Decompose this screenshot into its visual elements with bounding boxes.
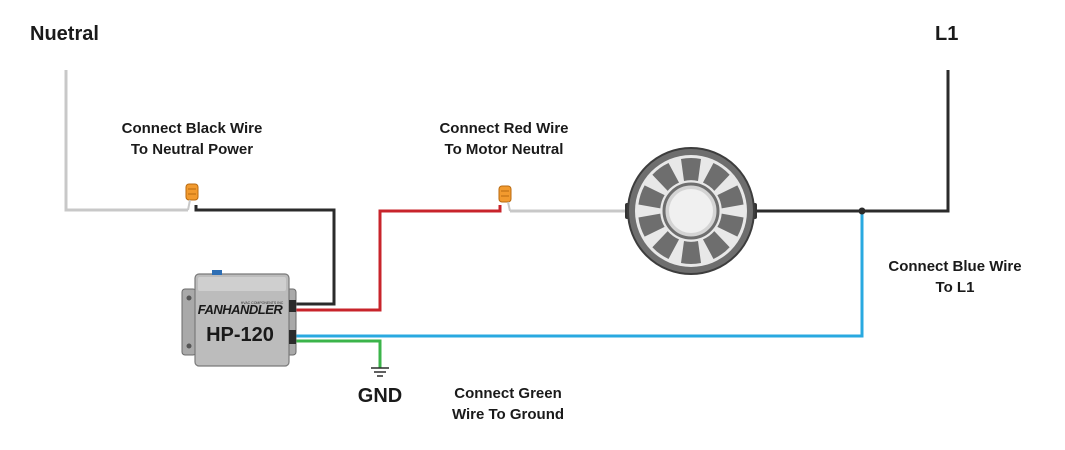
- red-wire-instruction-line2: To Motor Neutral: [444, 141, 564, 158]
- controller-brand: FANHANDLER: [198, 302, 284, 317]
- green-wire-instruction-line1: Connect Green: [454, 385, 562, 402]
- blue-wire: [296, 211, 864, 338]
- black-wire-instruction-line1: Connect Black Wire: [121, 120, 263, 137]
- green-wire-instruction: Connect Green Wire To Ground: [418, 383, 598, 425]
- neutral-supply-wire: [64, 70, 188, 212]
- black-wire-instruction-line2: To Neutral Power: [130, 141, 254, 158]
- controller-tagline: HVAC COMPONENTS INC: [241, 301, 284, 305]
- l1-supply-wire: [753, 70, 950, 213]
- red-wire-instruction: Connect Red Wire To Motor Neutral: [404, 118, 604, 160]
- gnd-label: GND: [357, 385, 403, 407]
- controller-box: [181, 270, 297, 367]
- l1-label: L1: [935, 23, 959, 45]
- wire-nut-red-icon: [498, 185, 512, 212]
- blue-wire-instruction-line1: Connect Blue Wire: [888, 258, 1022, 275]
- green-wire: [296, 339, 382, 368]
- red-wire: [296, 205, 502, 312]
- blue-wire-instruction: Connect Blue Wire To L1: [855, 256, 1055, 298]
- black-wire: [194, 205, 336, 306]
- l1-junction-dot: [858, 207, 866, 215]
- controller-model: HP-120: [206, 324, 274, 346]
- wire-nut-black-icon: [185, 183, 199, 211]
- green-wire-instruction-line2: Wire To Ground: [451, 406, 565, 423]
- neutral-label: Nuetral: [30, 23, 99, 45]
- ground-symbol: [371, 367, 389, 377]
- motor-icon: [625, 147, 757, 275]
- black-wire-instruction: Connect Black Wire To Neutral Power: [92, 118, 292, 160]
- red-wire-instruction-line1: Connect Red Wire: [439, 120, 569, 137]
- blue-wire-instruction-line2: To L1: [935, 279, 975, 296]
